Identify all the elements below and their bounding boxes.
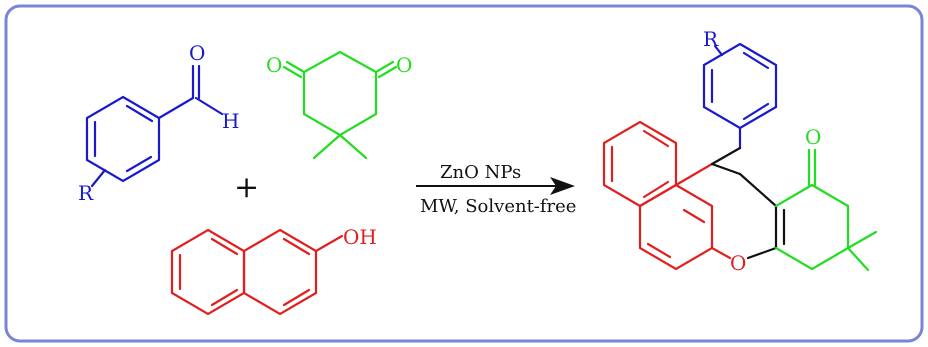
scheme-frame [4,4,924,343]
product-aryl-ring [702,42,778,150]
naphthol-oh-label: OH [343,225,377,249]
product-naphthopyran [602,120,732,271]
product-r-label: R [703,27,719,51]
dimedone-oxygen-left: O [266,53,282,77]
aldehyde-r-label: R [78,181,94,205]
benzaldehyde-structure [85,64,224,188]
reaction-arrow-head [550,177,575,195]
catalyst-label: ZnO NPs [440,162,521,183]
product-ring-oxygen: O [730,251,746,275]
product-cyclohexenone [774,148,878,272]
plus-sign: + [234,170,259,205]
aldehyde-hydrogen-label: H [222,109,239,133]
product-ketone-oxygen: O [805,125,821,149]
conditions-label: MW, Solvent-free [420,196,576,217]
aldehyde-oxygen-label: O [189,41,205,65]
dimedone-structure [282,50,398,160]
product-pyran-core [710,146,786,260]
dimedone-oxygen-right: O [396,53,412,77]
naphthol-structure [170,228,344,316]
